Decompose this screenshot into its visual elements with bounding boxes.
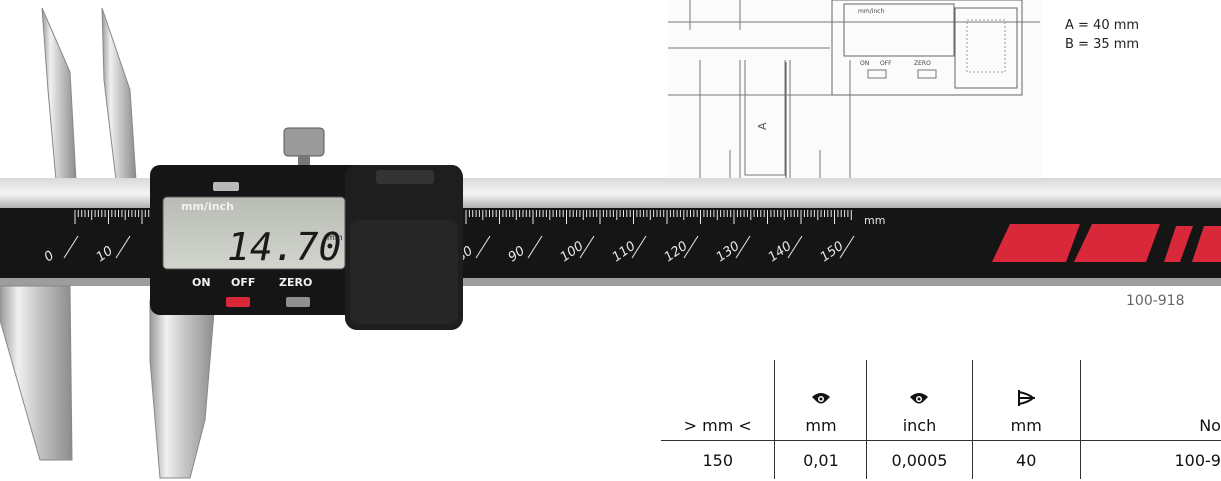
dimension-legend: A = 40 mm B = 35 mm (1065, 16, 1139, 54)
dimension-a: A = 40 mm (1065, 18, 1140, 33)
upper-jaws (41, 7, 137, 181)
lcd-unit: mm (327, 233, 343, 242)
caliper-slider (150, 127, 463, 330)
range-unit: > mm < (661, 410, 775, 441)
spec-value-row: 150 0,01 0,0005 40 100-9 (661, 440, 1221, 479)
scale-label-slash (735, 235, 751, 259)
scale-label-slash (475, 235, 491, 259)
article-number: 100-918 (1126, 293, 1185, 309)
reading-mm-value: 0,01 (774, 440, 867, 479)
spec-unit-row: > mm < mm inch mm No (661, 410, 1221, 441)
reading-mm-unit: mm (774, 410, 867, 441)
jaw-length-value: 40 (971, 440, 1081, 479)
reading-eye-icon (910, 393, 929, 404)
drawing-display-label: mm/inch (858, 8, 884, 15)
jaw-length-unit: mm (971, 410, 1081, 441)
drawing-button-on: ON (860, 60, 869, 67)
article-no-header: No (1199, 415, 1221, 435)
zero-button-label: ZERO (279, 276, 312, 289)
red-accent-stripes (992, 224, 1221, 262)
lcd-reading: 14.70 (227, 225, 341, 269)
scale-ticks (74, 210, 852, 224)
spec-table: > mm < mm inch mm No 150 0,01 0,0005 40 … (661, 360, 1221, 479)
scale-unit: mm (864, 214, 885, 227)
drawing-button-off: OFF (880, 60, 892, 67)
scale-label-slash (63, 235, 79, 259)
reading-eye-icon (811, 393, 830, 404)
drawing-button-zero: ZERO (914, 60, 931, 67)
scale-label-slash (579, 235, 595, 259)
lower-jaws (0, 285, 216, 479)
scale-label-slash (839, 235, 855, 259)
scale-label-slash (631, 235, 647, 259)
spec-icon-row (661, 360, 1221, 410)
scale-label-slash (787, 235, 803, 259)
jaw-depth-icon (1018, 390, 1036, 406)
dimension-b: B = 35 mm (1065, 37, 1140, 52)
technical-drawing (668, 0, 1042, 195)
reading-inch-unit: inch (866, 410, 972, 441)
scale-label-slash (115, 235, 131, 259)
display-unit-label: mm/inch (181, 200, 234, 213)
off-button-label: OFF (231, 276, 255, 289)
range-value: 150 (702, 450, 734, 470)
drawing-dimension-letter: A (756, 122, 769, 130)
on-button-label: ON (192, 276, 211, 289)
article-no-value: 100-9 (1174, 450, 1221, 470)
scale-label-slash (527, 235, 543, 259)
scale-label-slash (683, 235, 699, 259)
reading-inch-value: 0,0005 (866, 440, 972, 479)
